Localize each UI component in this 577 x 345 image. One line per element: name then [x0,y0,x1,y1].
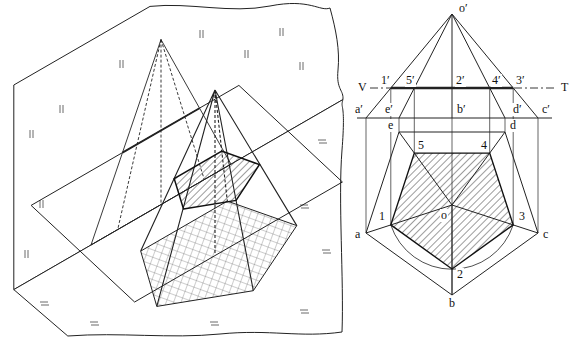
point-label: 2′ [455,74,466,87]
point-label: 1 [378,210,386,223]
cutting-plane-trace-thick [391,87,513,90]
point-label: a′ [354,103,364,116]
point-label: d [509,119,517,132]
point-label: c′ [541,103,551,116]
top-view-edges [366,132,538,295]
true-section [174,151,259,209]
point-label: c [542,228,549,241]
point-label: V [357,81,368,94]
point-label: 5′ [405,74,416,87]
cutting-plane [31,85,342,302]
point-label: 1′ [380,74,391,87]
point-label: o [440,209,448,222]
top-view-section [391,153,513,269]
point-label: b′ [456,103,467,116]
orthographic-views [357,14,557,295]
point-label: 3′ [515,74,526,87]
ground-marks [40,140,331,325]
point-label: o′ [458,2,469,15]
point-label: a [354,228,361,241]
point-label: 5 [417,139,425,152]
point-label: 3 [518,210,526,223]
point-label: d′ [512,103,523,116]
pyramid-edges [141,90,297,306]
point-label: b [448,297,456,310]
cutting-plane-trace [370,88,557,89]
rotation-arc [391,225,513,269]
top-view-base [366,132,538,295]
point-label: e [387,119,394,132]
horizontal-plane [14,100,344,336]
pictorial-view [14,3,344,336]
point-label: e′ [384,103,394,116]
front-view-edges [366,14,538,118]
point-label: T [560,81,569,94]
point-label: 2 [456,268,464,281]
point-label: 4′ [491,74,502,87]
point-label: 4 [480,139,488,152]
projector-lines [366,88,538,295]
